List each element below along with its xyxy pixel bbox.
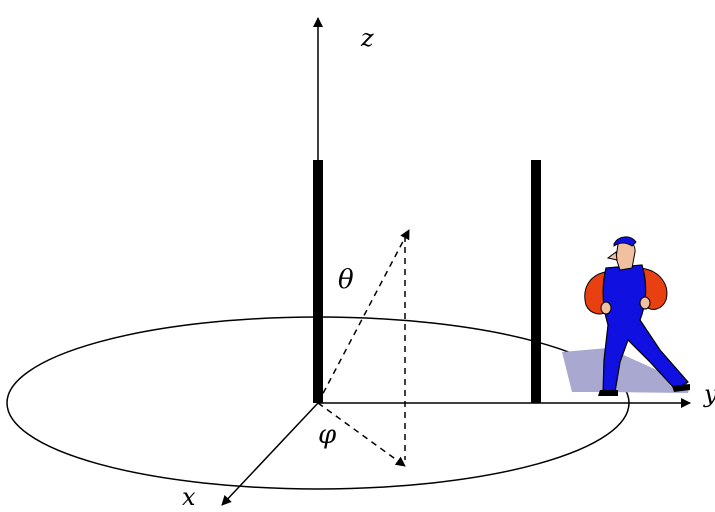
person-shadow [562,348,690,393]
person-body [602,264,689,394]
z-axis-label: z [360,24,374,52]
person-cap [613,236,637,247]
person-hand-left [600,301,612,315]
x-axis [221,402,319,506]
x-axis-label: x [182,483,196,511]
person-nose [606,251,618,261]
antenna-1 [313,160,323,403]
person-foot-right [672,384,690,392]
theta-label: θ [338,265,354,295]
person-standing-icon [562,236,690,396]
projection-horizontal [317,402,406,467]
person-foot-left [598,390,618,396]
phi-label: φ [318,420,337,450]
y-axis-label: y [703,380,715,408]
antenna-2 [531,160,541,403]
person-hand-right [639,296,651,310]
